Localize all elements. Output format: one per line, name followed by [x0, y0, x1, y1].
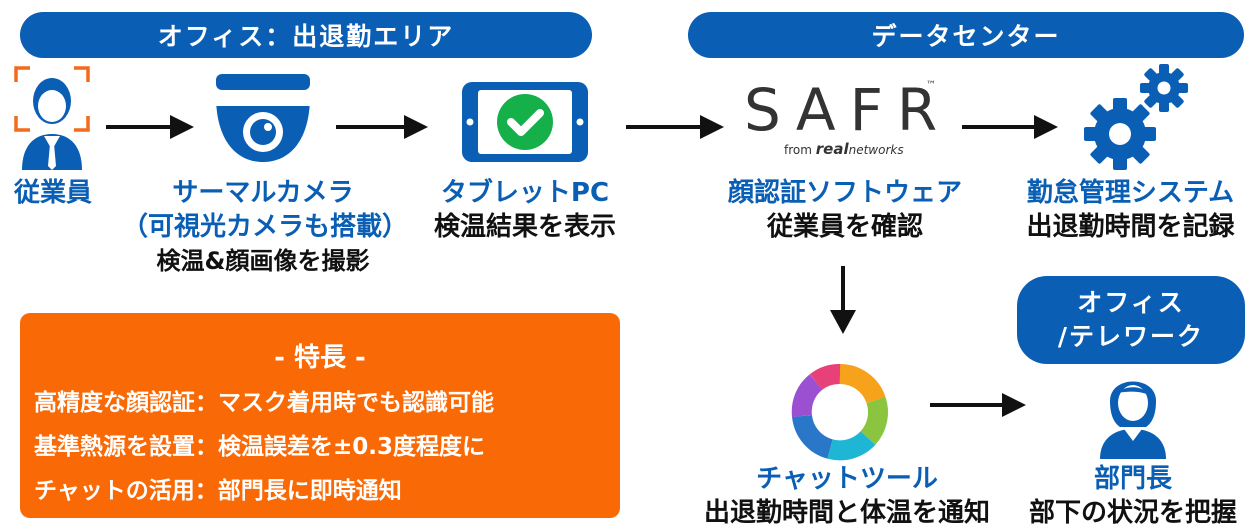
chat-tool-icon — [791, 364, 888, 461]
safr-logo-text: SAFR — [744, 76, 952, 144]
office-area-header: オフィス：出退勤エリア — [20, 12, 592, 58]
safr-logo-tm: ™ — [926, 80, 936, 91]
safr-logo: SAFR ™ from realnetworks — [744, 80, 940, 160]
safr-byline-brand-rest: networks — [848, 143, 904, 157]
attendance-labels: 勤怠管理システム 出退勤時間を記録 — [1010, 176, 1251, 244]
manager-title: 部門長 — [1093, 464, 1172, 494]
face-software-labels: 顔認証ソフトウェア 従業員を確認 — [700, 176, 990, 244]
gears-icon — [1084, 64, 1188, 170]
tablet-check-icon — [462, 82, 588, 162]
data-center-header: データセンター — [688, 12, 1244, 58]
tablet-labels: タブレットPC 検温結果を表示 — [414, 176, 636, 244]
chat-labels: チャットツール 出退勤時間と体温を通知 — [682, 462, 1012, 530]
features-title: - 特長 - — [274, 343, 366, 373]
office-telework-line2: /テレワーク — [1057, 322, 1205, 351]
arrow-employee-to-camera — [106, 115, 194, 139]
manager-labels: 部門長 部下の状況を把握 — [1018, 462, 1248, 530]
feature-item: 基準熱源を設置：検温誤差を±0.3度程度に — [34, 434, 486, 460]
office-telework-header: オフィス /テレワーク — [1017, 276, 1245, 364]
arrow-safr-to-attendance — [962, 115, 1058, 139]
features-box: - 特長 - 高精度な顔認証：マスク着用時でも認識可能 基準熱源を設置：検温誤差… — [20, 313, 620, 518]
arrow-camera-to-tablet — [336, 115, 428, 139]
tablet-title: タブレットPC — [440, 178, 610, 208]
manager-person-icon — [1100, 381, 1166, 459]
thermal-camera-subtitle: （可視光カメラも搭載） — [122, 212, 409, 242]
tablet-desc: 検温結果を表示 — [433, 212, 616, 242]
feature-item: チャットの活用：部門長に即時通知 — [34, 478, 402, 504]
employee-face-frame-icon — [14, 66, 90, 170]
attendance-desc: 出退勤時間を記録 — [1026, 212, 1235, 242]
chat-title: チャットツール — [756, 464, 938, 494]
thermal-camera-labels: サーマルカメラ （可視光カメラも搭載） 検温&顔画像を撮影 — [122, 176, 408, 278]
thermal-camera-icon — [216, 74, 310, 162]
employee-label: 従業員 — [13, 178, 92, 208]
attendance-title: 勤怠管理システム — [1026, 178, 1235, 208]
safr-byline-brand-bold: real — [815, 140, 849, 158]
feature-item: 高精度な顔認証：マスク着用時でも認識可能 — [34, 390, 494, 416]
face-software-title: 顔認証ソフトウェア — [727, 178, 962, 208]
arrow-safr-to-chat — [830, 266, 856, 334]
thermal-camera-title: サーマルカメラ — [172, 178, 354, 208]
office-telework-line1: オフィス — [1077, 288, 1185, 317]
arrow-chat-to-manager — [930, 393, 1026, 417]
safr-byline-from: from — [784, 143, 812, 157]
chat-desc: 出退勤時間と体温を通知 — [703, 498, 990, 528]
arrow-tablet-to-safr — [626, 115, 724, 139]
thermal-camera-desc: 検温&顔画像を撮影 — [156, 247, 370, 275]
safr-logo-byline: from realnetworks — [784, 140, 904, 158]
manager-desc: 部下の状況を把握 — [1028, 498, 1237, 528]
face-software-desc: 従業員を確認 — [766, 212, 923, 242]
